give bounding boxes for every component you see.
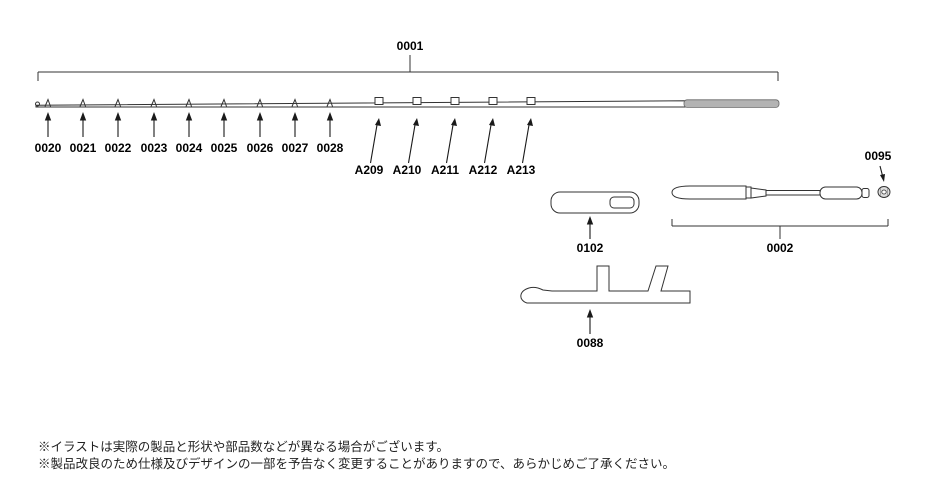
callout-0028: 0028 xyxy=(317,112,344,155)
taper-joint xyxy=(750,187,767,199)
down-arrow-icon xyxy=(880,174,885,182)
ferrule-mark xyxy=(488,97,498,105)
guide-mark xyxy=(150,98,157,107)
callout-A210: A210 xyxy=(393,118,422,177)
callout-0021: 0021 xyxy=(70,112,97,155)
part-label: 0027 xyxy=(282,141,309,155)
part-label: 0026 xyxy=(247,141,274,155)
rod-blank xyxy=(35,100,687,108)
case-detail xyxy=(609,196,635,209)
hook-keeper-drawing xyxy=(520,265,691,304)
arrow-line xyxy=(521,121,531,164)
part-label: A211 xyxy=(431,163,459,177)
part-label: A212 xyxy=(469,163,498,177)
butt-ring xyxy=(861,188,870,198)
up-arrow-icon xyxy=(291,112,299,121)
fore-grip-drawing xyxy=(671,185,747,200)
arrow-line xyxy=(445,121,455,164)
up-arrow-icon xyxy=(150,112,158,121)
up-arrow-icon xyxy=(586,309,594,318)
guide-mark xyxy=(326,98,333,107)
callout-0020: 0020 xyxy=(35,112,62,155)
callout-A211: A211 xyxy=(431,118,459,177)
guide-mark xyxy=(185,98,192,107)
part-label: A209 xyxy=(355,163,384,177)
disclaimer-note-1: ※イラストは実際の製品と形状や部品数などが異なる場合がございます。 xyxy=(38,439,449,454)
callout-A209: A209 xyxy=(355,118,384,177)
part-label: 0088 xyxy=(577,336,604,350)
guide-mark xyxy=(220,98,227,107)
part-case: 0102 xyxy=(550,191,640,255)
guide-mark xyxy=(291,98,298,107)
up-arrow-icon xyxy=(114,112,122,121)
part-label: A210 xyxy=(393,163,422,177)
part-label: 0021 xyxy=(70,141,97,155)
arrow-line xyxy=(369,121,379,164)
part-label: 0022 xyxy=(105,141,132,155)
callout-0025: 0025 xyxy=(211,112,238,155)
collar-ring xyxy=(745,186,752,199)
callout-0022: 0022 xyxy=(105,112,132,155)
callout-0023: 0023 xyxy=(141,112,168,155)
bracket-line xyxy=(671,219,889,239)
ferrule-mark xyxy=(374,97,384,105)
ferrule-mark xyxy=(450,97,460,105)
part-label: 0023 xyxy=(141,141,168,155)
callout-A213: A213 xyxy=(507,118,536,177)
up-arrow-icon xyxy=(44,112,52,121)
up-arrow-icon xyxy=(79,112,87,121)
up-arrow-icon xyxy=(413,118,419,126)
up-arrow-icon xyxy=(489,118,495,126)
part-label: 0095 xyxy=(865,149,892,163)
rod-tip-guide xyxy=(35,101,40,107)
guide-mark xyxy=(79,98,86,107)
guide-mark xyxy=(256,98,263,107)
guide-mark xyxy=(114,98,121,107)
callout-0026: 0026 xyxy=(247,112,274,155)
rod-butt xyxy=(683,99,780,108)
up-arrow-icon xyxy=(326,112,334,121)
callout-0024: 0024 xyxy=(176,112,203,155)
arrow-line xyxy=(483,121,493,164)
rod-illustration xyxy=(35,97,780,108)
part-hook-keeper: 0088 xyxy=(520,265,691,350)
up-arrow-icon xyxy=(375,118,381,126)
up-arrow-icon xyxy=(185,112,193,121)
rear-grip-drawing xyxy=(819,186,863,200)
part-label: A213 xyxy=(507,163,536,177)
assembly-bracket: 0001 xyxy=(37,39,779,81)
disclaimer-note-2: ※製品改良のため仕様及びデザインの一部を予告なく変更することがありますので、あら… xyxy=(38,456,675,471)
up-arrow-icon xyxy=(586,216,594,225)
ferrule-mark xyxy=(526,97,536,105)
part-label: 0024 xyxy=(176,141,203,155)
arrow-line xyxy=(879,165,884,177)
bracket-line xyxy=(37,55,779,81)
end-cap-hole xyxy=(881,189,887,195)
assembly-label: 0001 xyxy=(397,39,424,53)
up-arrow-icon xyxy=(527,118,533,126)
part-end-cap: 0095 xyxy=(865,149,892,198)
handle-shaft xyxy=(765,190,821,196)
arrow-line xyxy=(407,121,417,164)
part-label: 0025 xyxy=(211,141,238,155)
up-arrow-icon xyxy=(220,112,228,121)
ferrule-mark xyxy=(412,97,422,105)
part-handle: 0002 xyxy=(671,185,889,255)
part-label: 0002 xyxy=(767,241,794,255)
callout-0027: 0027 xyxy=(282,112,309,155)
up-arrow-icon xyxy=(451,118,457,126)
part-label: 0102 xyxy=(577,241,604,255)
part-label: 0020 xyxy=(35,141,62,155)
guide-mark xyxy=(44,98,51,107)
callout-A212: A212 xyxy=(469,118,498,177)
up-arrow-icon xyxy=(256,112,264,121)
part-label: 0028 xyxy=(317,141,344,155)
